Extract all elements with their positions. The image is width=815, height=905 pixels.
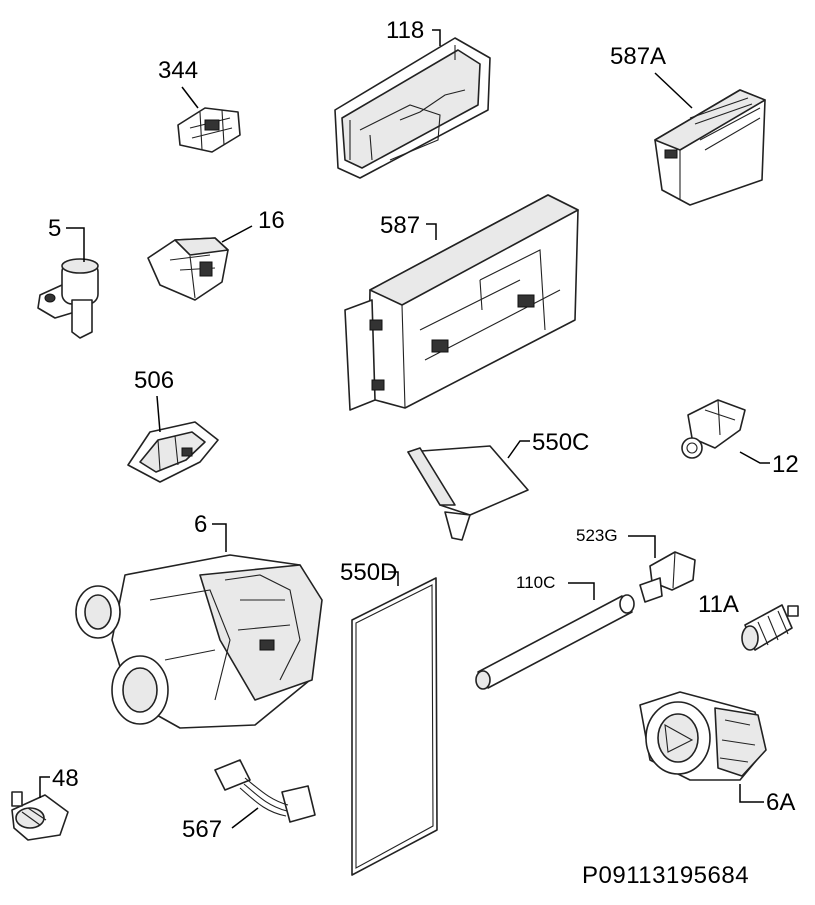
label-6A: 6A <box>766 789 795 816</box>
part-6A-drain-pump <box>639 691 767 781</box>
part-5-inlet-valve <box>37 258 99 339</box>
leader-118 <box>432 29 441 46</box>
part-550C-cover-flap <box>407 445 529 541</box>
part-11A-cartridge <box>741 604 799 651</box>
diagram-reference-number: P09113195684 <box>582 862 749 889</box>
part-16-door-lock <box>147 237 229 301</box>
label-567: 567 <box>182 816 222 843</box>
leader-6A <box>739 784 764 803</box>
leader-110C <box>568 582 595 600</box>
leader-550D <box>388 571 399 586</box>
leader-344 <box>181 86 199 109</box>
part-110C-hose <box>475 594 635 690</box>
leader-16 <box>221 225 253 243</box>
label-550C: 550C <box>532 429 589 456</box>
label-6: 6 <box>194 511 207 538</box>
part-506-holder <box>127 421 219 483</box>
part-12-sensor <box>681 399 746 459</box>
leader-567 <box>231 807 259 829</box>
part-344-terminal-block <box>177 107 241 153</box>
label-48: 48 <box>52 765 79 792</box>
part-587-main-board <box>344 194 579 411</box>
leader-550C <box>507 440 530 459</box>
label-118: 118 <box>386 17 424 44</box>
label-344: 344 <box>158 57 198 84</box>
leader-523G <box>628 535 656 558</box>
label-16: 16 <box>258 207 285 234</box>
part-523G-connector <box>639 551 696 603</box>
leader-12 <box>739 451 770 464</box>
label-550D: 550D <box>340 559 397 586</box>
label-5: 5 <box>48 215 61 242</box>
part-567-wiring-harness <box>214 759 316 823</box>
part-48-sensor <box>11 791 69 841</box>
label-523G: 523G <box>576 526 618 545</box>
label-110C: 110C <box>516 573 555 592</box>
part-118-control-housing <box>334 37 491 179</box>
leader-48 <box>39 776 50 798</box>
part-550D-gasket-sheet <box>351 577 438 876</box>
leader-6 <box>212 523 227 552</box>
label-12: 12 <box>772 451 799 478</box>
label-587: 587 <box>380 212 420 239</box>
leader-587A <box>654 72 693 109</box>
leader-587 <box>426 223 437 240</box>
part-587A-electronic-module <box>654 89 766 206</box>
part-6-circulation-pump <box>75 554 323 729</box>
label-506: 506 <box>134 367 174 394</box>
label-587A: 587A <box>610 43 666 70</box>
label-11A: 11A <box>698 591 739 618</box>
leader-506 <box>156 395 161 433</box>
leader-5 <box>66 227 85 262</box>
